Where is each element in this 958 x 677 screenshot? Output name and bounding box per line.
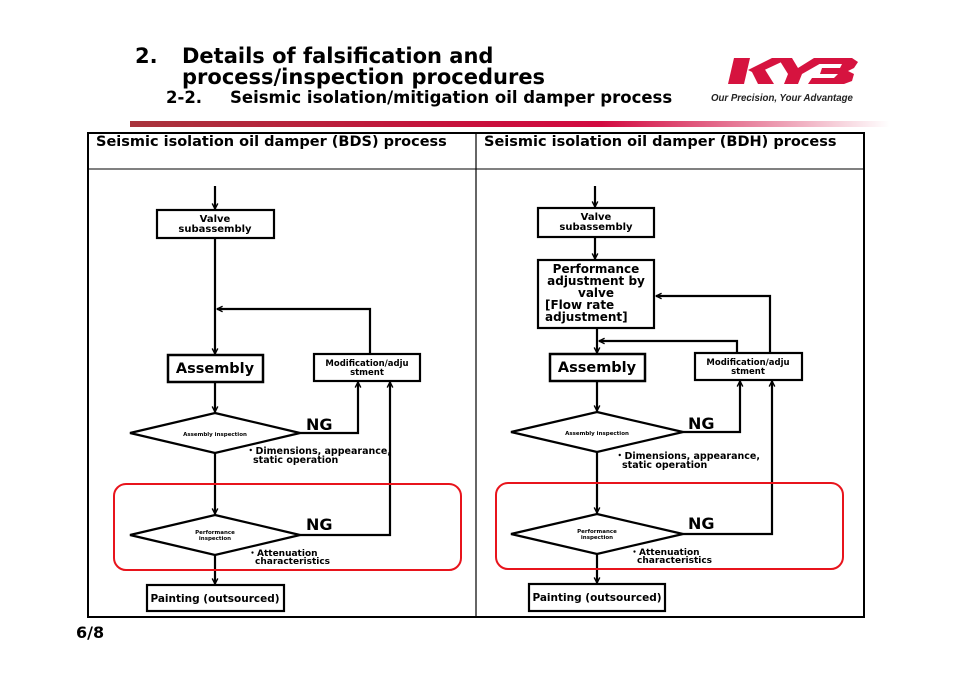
bdh-assembly-inspection-label: Assembly inspection	[565, 431, 629, 437]
bds-flow	[129, 186, 422, 613]
bdh-painting-label: Painting (outsourced)	[532, 592, 661, 604]
bdh-perf-adjust-label-3: valve	[578, 286, 614, 300]
bdh-modification-box	[693, 351, 804, 382]
bds-assembly-note-1: ・Dimensions, appearance,	[246, 446, 391, 457]
bdh-modification-label-1: Modification/adju	[706, 358, 789, 368]
bds-performance-inspection-label-2: inspection	[199, 536, 231, 542]
section-number: 2.	[135, 44, 158, 68]
bdh-assembly-ng-label: NG	[688, 414, 715, 433]
bdh-valve-label-1: Valve	[581, 212, 612, 223]
bds-painting-label: Painting (outsourced)	[150, 593, 279, 605]
bdh-highlight-frame	[495, 482, 844, 570]
bdh-flow	[510, 186, 804, 613]
bds-performance-note-2: characteristics	[255, 557, 330, 567]
bds-highlight-frame	[113, 483, 462, 571]
bdh-perf-adjust-label-5: adjustment]	[545, 310, 628, 324]
column-heading-bdh: Seismic isolation oil damper (BDH) proce…	[484, 134, 837, 150]
bdh-perf-adjust-label-2: adjustment by	[547, 274, 645, 288]
bdh-painting-box	[527, 582, 667, 613]
bds-modification-box	[312, 352, 422, 383]
bdh-assembly-ng-arrow	[683, 381, 740, 434]
kyb-logo-mark	[728, 58, 858, 84]
bds-assembly-note-2: static operation	[253, 455, 339, 466]
logo-tagline: Our Precision, Your Advantage	[711, 92, 853, 104]
bdh-assembly-note-1: ・Dimensions, appearance,	[615, 451, 760, 462]
bdh-performance-inspection-label-2: inspection	[581, 535, 613, 541]
section-title-text: Details of falsification and process/ins…	[182, 44, 546, 89]
bds-assembly-ng-arrow	[300, 382, 358, 435]
bds-performance-inspection-label-1: Performance	[195, 530, 235, 536]
bdh-modification-label-2: stment	[731, 367, 765, 377]
kyb-logo	[728, 58, 858, 84]
bdh-return-to-adjust-arrow	[656, 296, 772, 353]
column-heading-bds: Seismic isolation oil damper (BDS) proce…	[96, 134, 447, 150]
accent-bar	[130, 121, 890, 127]
bds-valve-box	[155, 208, 276, 240]
bdh-performance-inspection-label-1: Performance	[577, 529, 617, 535]
bdh-performance-ng-label: NG	[688, 514, 715, 533]
subsection-title-text: Seismic isolation/mitigation oil damper …	[230, 88, 673, 107]
bdh-performance-note-2: characteristics	[637, 556, 712, 566]
bds-assembly-inspection-label: Assembly inspection	[183, 432, 247, 438]
bds-performance-ng-label: NG	[306, 515, 333, 534]
bds-modification-label-2: stment	[350, 368, 384, 378]
bds-modification-label-1: Modification/adju	[325, 359, 408, 369]
bdh-valve-label-2: subassembly	[559, 222, 633, 233]
bds-valve-label-1: Valve	[200, 214, 231, 225]
subsection-title: 2-2. Seismic isolation/mitigation oil dam…	[166, 88, 672, 107]
bdh-perf-adjust-label-4: [Flow rate	[545, 298, 614, 312]
bdh-assembly-label: Assembly	[558, 360, 637, 376]
bds-assembly-label: Assembly	[176, 361, 255, 377]
bdh-perf-adjust-label-1: Performance	[553, 262, 640, 276]
bdh-return-to-assembly-arrow	[599, 341, 739, 353]
bds-assembly-box	[166, 353, 265, 384]
bdh-assembly-note-2: static operation	[622, 460, 708, 471]
bds-assembly-ng-label: NG	[306, 415, 333, 434]
bds-painting-box	[145, 583, 286, 613]
subsection-number: 2-2.	[166, 88, 203, 107]
bds-rework-return-arrow	[217, 309, 372, 354]
bdh-performance-note-1: ・Attenuation	[630, 548, 700, 558]
bdh-performance-ng-arrow	[683, 381, 772, 536]
bds-performance-ng-arrow	[300, 382, 390, 537]
page-number: 6/8	[76, 623, 105, 642]
bds-valve-label-2: subassembly	[178, 224, 252, 235]
bds-performance-note-1: ・Attenuation	[248, 549, 318, 559]
